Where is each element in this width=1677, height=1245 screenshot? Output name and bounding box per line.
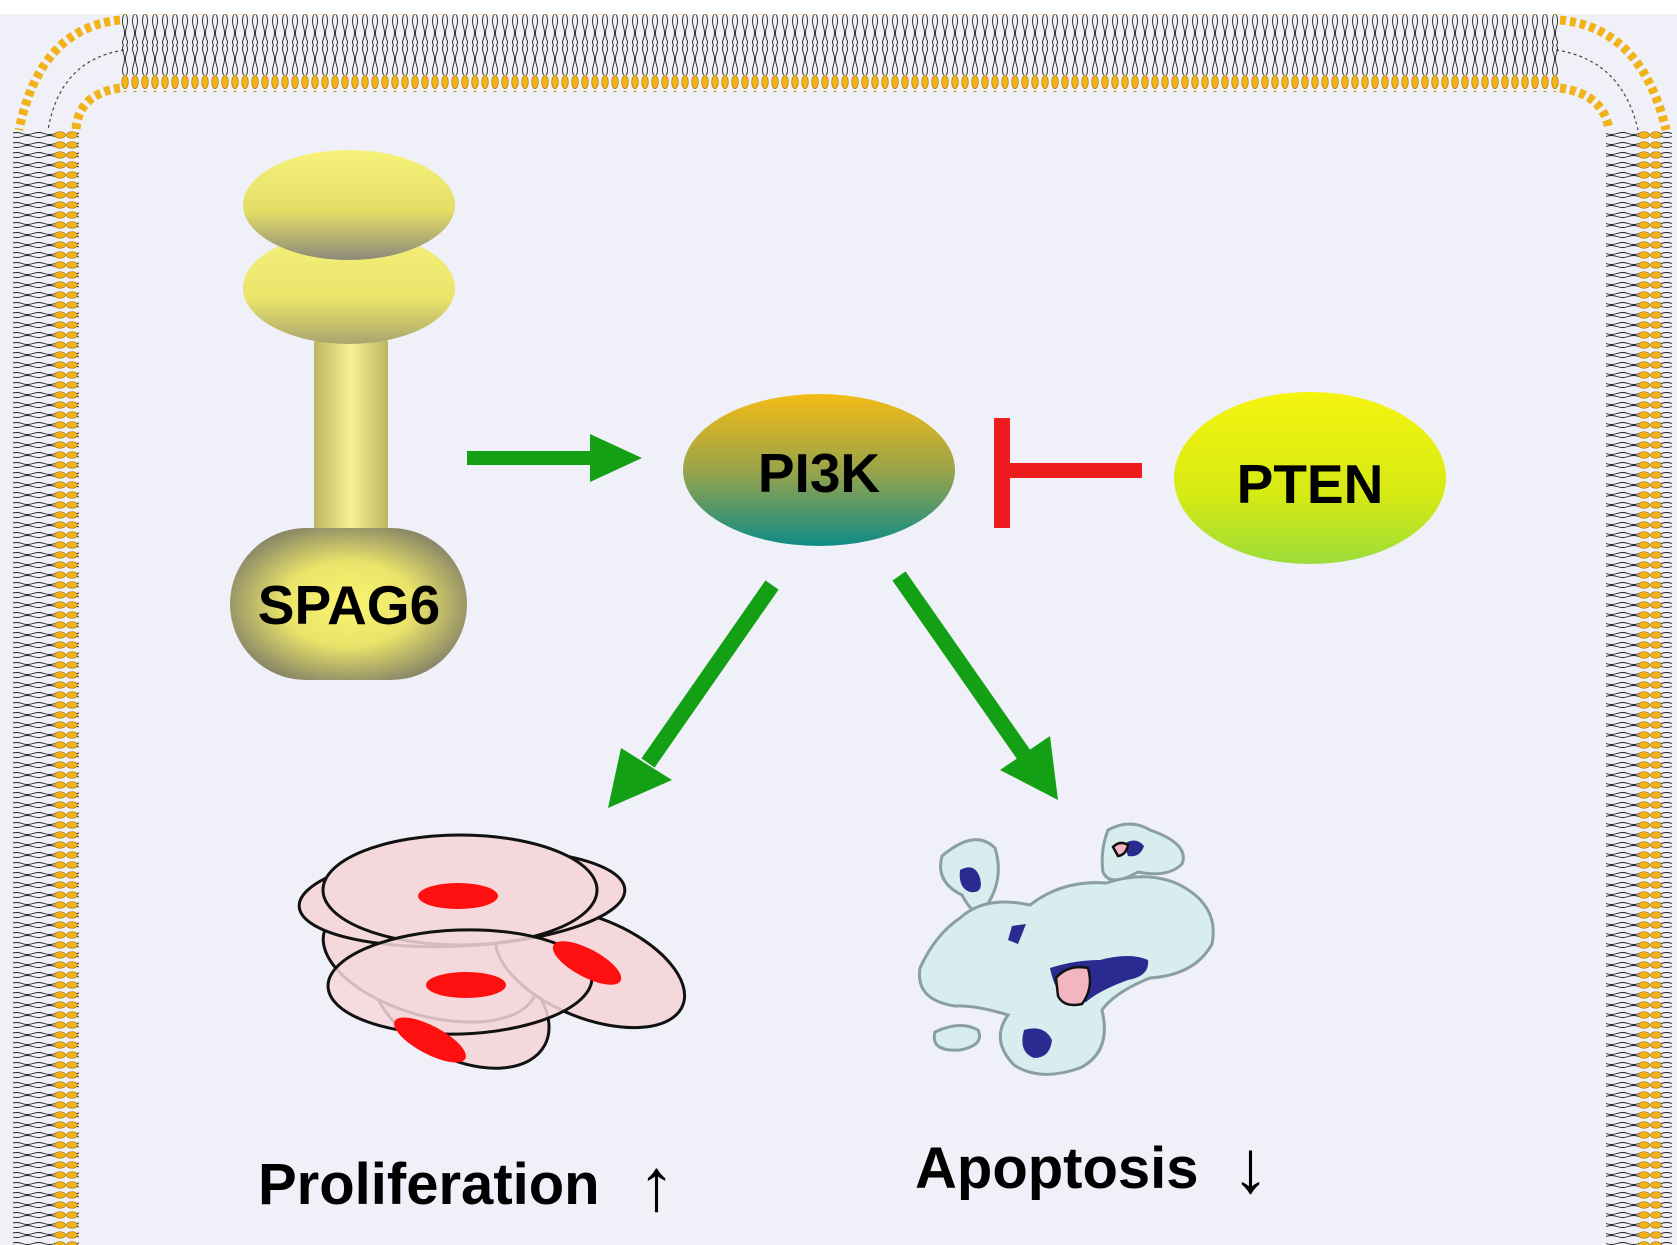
apoptosis-down-arrow: ↓ bbox=[1232, 1125, 1269, 1208]
spag6-lower-lobe bbox=[243, 232, 455, 344]
spag6-protein bbox=[230, 150, 467, 680]
pi3k-to-apoptosis-arrow bbox=[892, 571, 1058, 800]
spag6-stem bbox=[314, 330, 388, 540]
plasma-membrane bbox=[13, 14, 1672, 1245]
spag6-base bbox=[230, 528, 467, 680]
pten-node bbox=[1174, 392, 1446, 564]
outer-space bbox=[0, 0, 1677, 14]
proliferation-label: Proliferation bbox=[258, 1152, 600, 1217]
spag6-upper-lobe bbox=[243, 150, 455, 260]
spag6-to-pi3k-arrow bbox=[467, 434, 642, 482]
spag6-label: SPAG6 bbox=[258, 574, 440, 636]
pten-label: PTEN bbox=[1237, 453, 1384, 515]
pten-inhibits-pi3k bbox=[994, 418, 1142, 528]
apoptotic-vesicles bbox=[1054, 841, 1130, 1007]
proliferation-up-arrow: ↑ bbox=[638, 1143, 675, 1226]
pi3k-node bbox=[683, 394, 955, 546]
pi3k-label: PI3K bbox=[758, 442, 881, 504]
apoptosis-label: Apoptosis bbox=[915, 1136, 1199, 1201]
proliferating-nuclei bbox=[394, 883, 622, 1063]
pi3k-to-proliferation-arrow bbox=[608, 580, 779, 808]
